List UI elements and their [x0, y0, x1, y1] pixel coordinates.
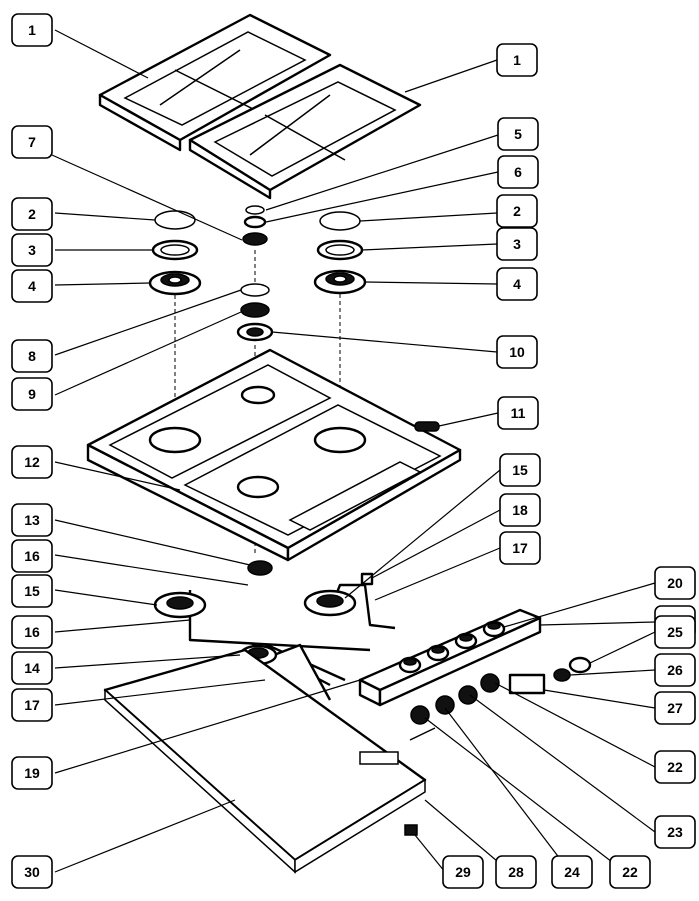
callout-1-left: 1: [11, 13, 53, 47]
callout-13: 13: [11, 503, 53, 537]
callout-label: 6: [514, 164, 522, 180]
connector-18: [360, 572, 374, 586]
callout-18: 18: [499, 493, 541, 527]
pan-support-right: [188, 63, 422, 200]
callout-label: 12: [24, 454, 40, 470]
burner-crown-right: [316, 239, 364, 261]
callout-label: 9: [28, 386, 36, 402]
callout-4-left: 4: [11, 269, 53, 303]
callout-label: 16: [24, 624, 40, 640]
callout-17-left: 17: [11, 688, 53, 722]
callout-label: 26: [667, 662, 683, 678]
callout-label: 17: [24, 697, 40, 713]
callout-label: 20: [667, 575, 683, 591]
burner-cup-15-right: [303, 589, 357, 617]
callout-14: 14: [11, 651, 53, 685]
callout-17-right: 17: [499, 531, 541, 565]
callout-label: 11: [511, 405, 526, 421]
callout-label: 1: [513, 52, 521, 68]
callout-27: 27: [654, 691, 696, 725]
callout-23: 23: [654, 815, 696, 849]
callout-2-left: 2: [11, 197, 53, 231]
callout-30: 30: [11, 855, 53, 889]
callout-15-left: 15: [11, 574, 53, 608]
gas-valves: [409, 673, 500, 741]
callout-label: 5: [514, 126, 522, 142]
callout-label: 14: [24, 660, 40, 676]
callout-label: 15: [512, 462, 528, 478]
small-burner-top: [242, 205, 268, 246]
hob-top-panel: [86, 348, 462, 562]
callout-12: 12: [11, 445, 53, 479]
callout-24: 24: [551, 855, 593, 889]
callout-label: 27: [667, 700, 683, 716]
burner-crown-left: [151, 239, 199, 261]
callout-label: 19: [24, 765, 40, 781]
callout-26: 26: [654, 653, 696, 687]
callout-11: 11: [497, 396, 539, 430]
burner-cup-15-left: [153, 591, 207, 619]
callout-label: 18: [512, 502, 528, 518]
callout-22-upper: 22: [654, 750, 696, 784]
callout-20: 20: [654, 566, 696, 600]
callout-16-lower: 16: [11, 615, 53, 649]
callout-16-upper: 16: [11, 539, 53, 573]
burner-base-left: [148, 270, 202, 296]
base-tray: [103, 648, 427, 874]
burner-base-right: [313, 269, 367, 295]
callout-label: 8: [28, 348, 36, 364]
bracket-29: [404, 824, 418, 836]
callout-label: 15: [24, 583, 40, 599]
callout-label: 4: [28, 278, 36, 294]
callout-19: 19: [11, 756, 53, 790]
callout-4-right: 4: [496, 267, 538, 301]
callout-29: 29: [442, 855, 484, 889]
callout-label: 16: [24, 548, 40, 564]
callout-label: 10: [509, 344, 525, 360]
callout-15-right: 15: [499, 453, 541, 487]
control-knobs: [398, 620, 506, 674]
callout-label: 22: [667, 759, 683, 775]
burner-injector-13: [247, 560, 273, 576]
callout-label: 29: [455, 864, 471, 880]
callout-1-right: 1: [496, 43, 538, 77]
ignition-component: [414, 421, 440, 432]
callout-label: 28: [508, 864, 524, 880]
callout-3-right: 3: [496, 227, 538, 261]
callout-label: 17: [512, 540, 528, 556]
burner-cap-right: [319, 211, 361, 231]
callout-10: 10: [496, 335, 538, 369]
callout-label: 1: [28, 22, 36, 38]
callout-label: 30: [24, 864, 40, 880]
callout-label: 3: [28, 242, 36, 258]
callout-label: 4: [513, 276, 521, 292]
callout-6: 6: [497, 155, 539, 189]
callout-28: 28: [495, 855, 537, 889]
callout-label: 2: [513, 203, 521, 219]
burner-cap-left: [154, 210, 196, 230]
callout-22-lower: 22: [609, 855, 651, 889]
callout-7: 7: [11, 125, 53, 159]
callout-2-right: 2: [496, 194, 538, 228]
callout-label: 24: [564, 864, 580, 880]
callout-label: 2: [28, 206, 36, 222]
callout-5: 5: [497, 117, 539, 151]
callout-label: 13: [24, 512, 40, 528]
pan-support-left: [98, 13, 332, 152]
callout-3-left: 3: [11, 233, 53, 267]
callout-label: 7: [28, 134, 36, 150]
inlet-fittings: [508, 656, 592, 695]
small-burner-lower: [236, 283, 274, 342]
callout-8: 8: [11, 339, 53, 373]
callout-label: 25: [667, 624, 683, 640]
callout-label: 3: [513, 236, 521, 252]
callout-label: 22: [622, 864, 638, 880]
callout-9: 9: [11, 377, 53, 411]
callout-25: 25: [654, 615, 696, 649]
callout-label: 23: [667, 824, 683, 840]
